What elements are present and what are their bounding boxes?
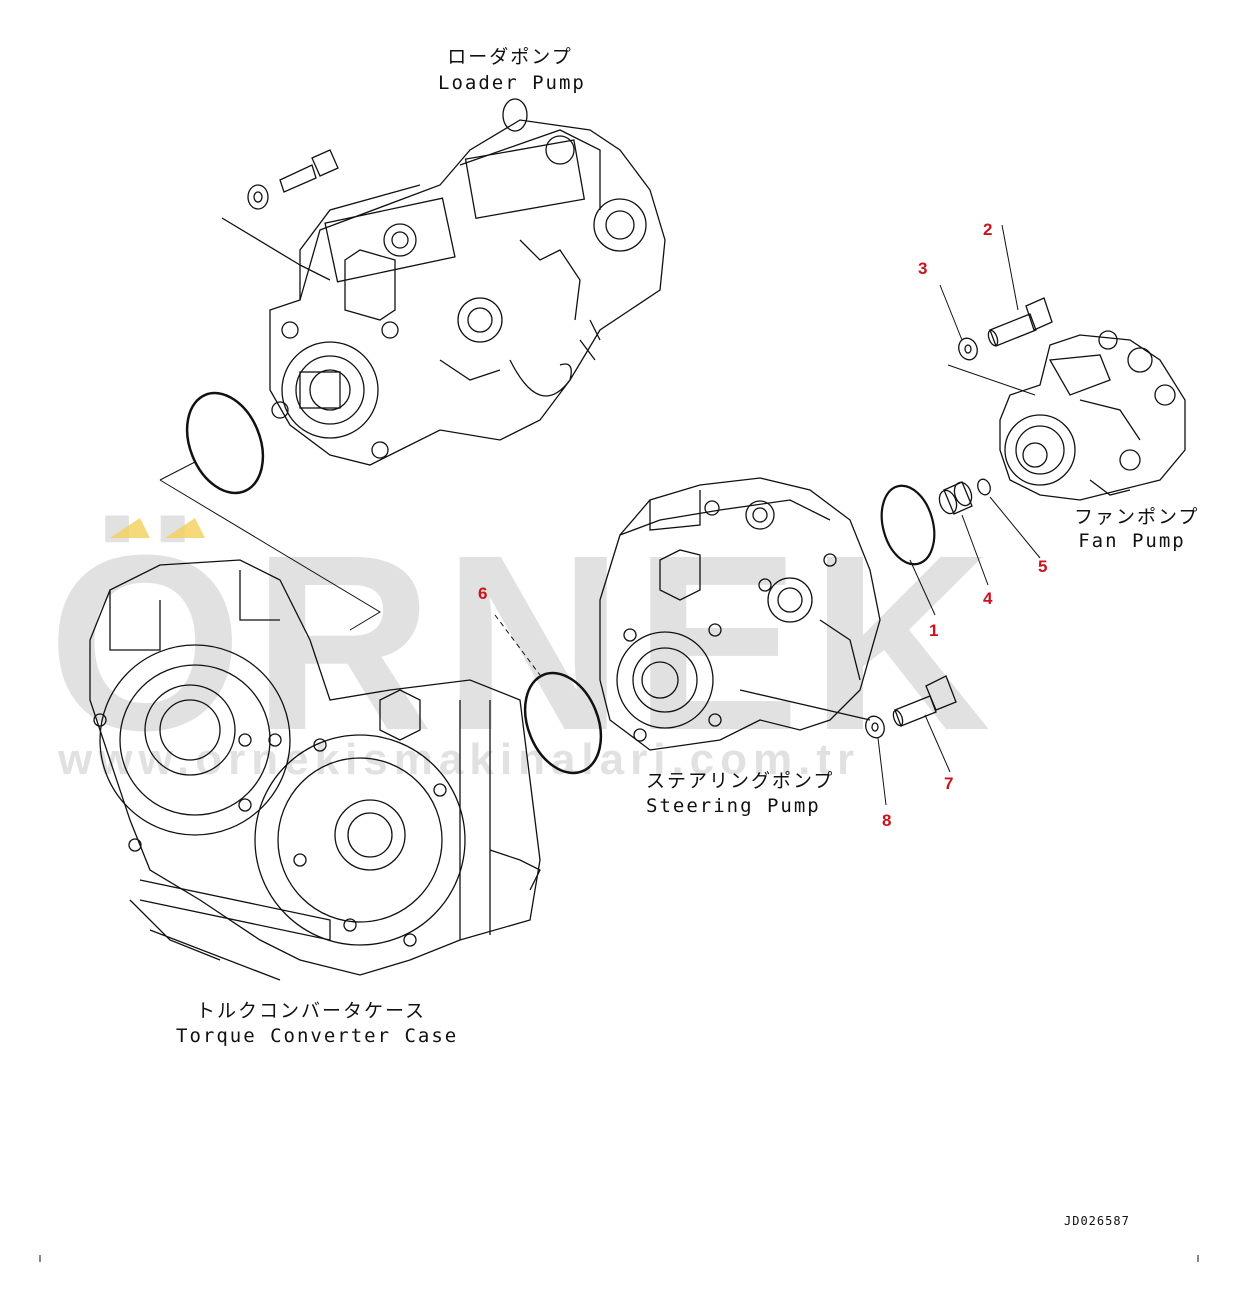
steering-pump-label-jp: ステアリングポンプ bbox=[646, 770, 835, 792]
torque-converter-case-label-jp: トルクコンバータケース bbox=[196, 1000, 427, 1022]
part-8-washer-hole bbox=[871, 722, 879, 732]
callout-5: 5 bbox=[1038, 557, 1048, 576]
part-7-bolt bbox=[892, 675, 957, 773]
part-5-o-ring bbox=[977, 478, 991, 496]
callout-6: 6 bbox=[478, 584, 488, 603]
drawing-id: JD026587 bbox=[1064, 1214, 1130, 1228]
callout-7: 7 bbox=[944, 774, 954, 793]
loader-bolt-drawing bbox=[221, 149, 339, 281]
part-8-washer bbox=[865, 715, 885, 739]
part-3-washer-hole bbox=[964, 344, 972, 354]
torque-converter-case-label-en: Torque Converter Case bbox=[176, 1025, 459, 1047]
steering-pump-drawing bbox=[599, 477, 881, 751]
torque-converter-case-drawing bbox=[89, 559, 541, 981]
callout-3: 3 bbox=[918, 259, 928, 278]
callout-1: 1 bbox=[929, 621, 939, 640]
callout-2: 2 bbox=[983, 220, 993, 239]
loader-pump-label-en: Loader Pump bbox=[438, 72, 586, 94]
part-4-coupling bbox=[938, 481, 989, 586]
part-3-washer bbox=[958, 337, 978, 361]
fan-pump-drawing bbox=[947, 330, 1186, 501]
callout-4: 4 bbox=[983, 589, 993, 608]
fan-pump-label-en: Fan Pump bbox=[1078, 530, 1186, 552]
fan-pump-label-jp: ファンポンプ bbox=[1074, 506, 1200, 528]
part-2-bolt bbox=[987, 224, 1053, 347]
callout-8: 8 bbox=[882, 811, 892, 830]
loader-pump-label-jp: ローダポンプ bbox=[447, 46, 573, 68]
part-1-o-ring bbox=[880, 484, 936, 566]
watermark-accent-right bbox=[165, 518, 205, 538]
watermark-accent-left bbox=[110, 518, 150, 538]
loader-o-ring bbox=[185, 391, 265, 495]
steering-pump-label-en: Steering Pump bbox=[646, 795, 821, 817]
watermark-logo: ÖRNEK bbox=[48, 503, 1001, 782]
loader-pump-drawing bbox=[269, 98, 666, 466]
part-6-o-ring bbox=[523, 671, 603, 775]
